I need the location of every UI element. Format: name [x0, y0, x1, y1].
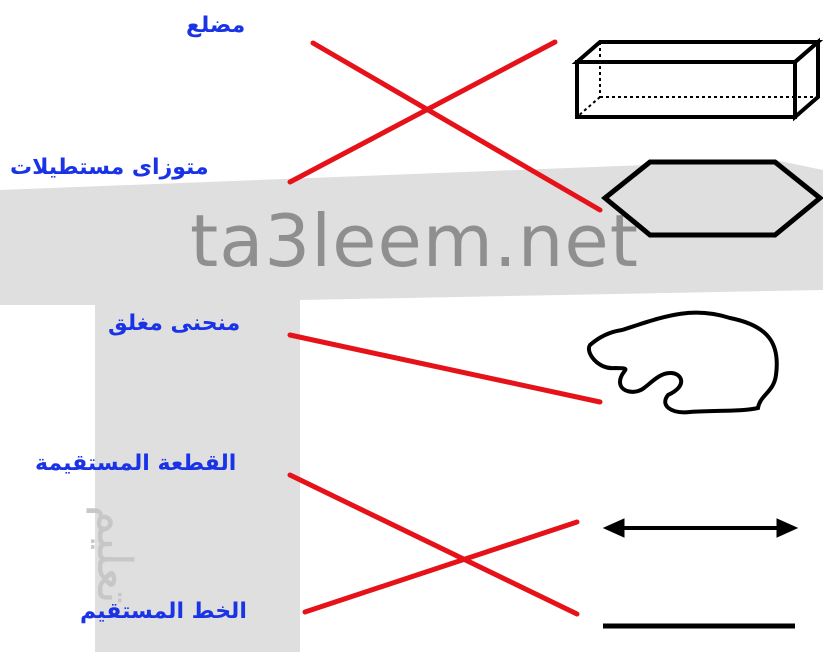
- connector-curve-to-closed-curve: [287, 332, 603, 405]
- connector-polygon-to-hexagon: [310, 40, 603, 213]
- connector-segment-to-segment: [287, 472, 580, 617]
- hexagon-shape: [601, 159, 823, 238]
- label-polygon: مضلع: [186, 13, 246, 38]
- label-closed-curve: منحنى مغلق: [108, 311, 241, 336]
- connector-cuboid-to-prism: [287, 39, 558, 185]
- label-line: الخط المستقيم: [80, 599, 247, 624]
- label-segment: القطعة المستقيمة: [35, 451, 237, 476]
- closed-curve-shape: [586, 310, 779, 415]
- connector-line-to-line: [302, 519, 580, 615]
- cuboid-shape: [571, 37, 823, 122]
- line-shape: [602, 518, 799, 538]
- label-cuboid: متوزاى مستطيلات: [10, 155, 209, 180]
- watermark-text: ta3leem.net: [190, 199, 639, 283]
